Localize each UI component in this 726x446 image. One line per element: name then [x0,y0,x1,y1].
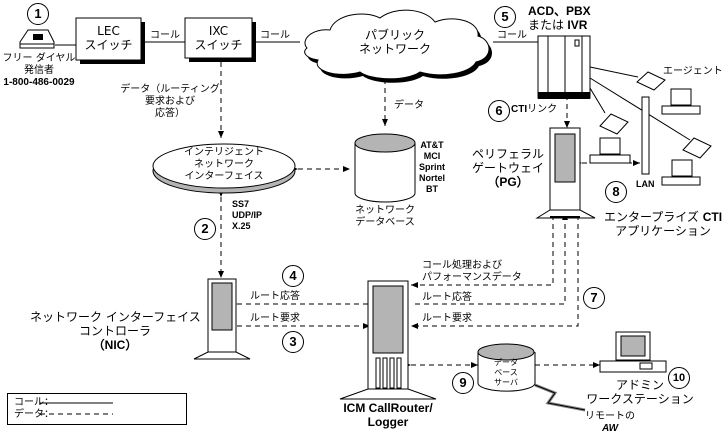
caller-label: フリー ダイヤル 発信者 1-800-486-0029 [2,53,76,88]
pg-label: ペリフェラル ゲートウェイ （PG） [471,147,544,189]
step-9-badge: 9 [452,372,474,394]
acd-agent-line-3 [589,87,606,114]
legend-call-label: コール： [14,397,54,408]
nic-label: ネットワーク インターフェイス コントローラ （NIC） [30,310,201,352]
call-lines [40,41,691,404]
lan-backbone [641,96,650,175]
pg-tower [535,127,596,219]
lan-label: LAN [636,179,655,189]
route-response-label-nic: ルート応答 [250,291,300,302]
network-database-label: ネットワーク データベース [355,205,415,228]
agent-phone-icons [599,71,712,159]
agent-pc-icons [589,88,701,186]
legend-data-label: データ： [14,409,54,420]
admin-workstation-label: アドミン ワークステーション [586,378,694,406]
route-request-label-nic: ルート要求 [250,313,300,324]
call-label-network-acd: コール [497,30,527,41]
cti-link-label: CTIリンク [511,104,558,115]
intelligent-network-label: インテリジェント ネットワーク インターフェイス [184,147,264,182]
lec-switch [75,17,145,64]
data-line-route-request-pg [411,215,579,329]
data-routing-label: データ（ルーティング 要求および 応答） [120,84,220,119]
step-5-badge: 5 [494,6,516,28]
nic-tower [193,278,251,360]
remote-aw-label: リモートの AW [585,411,635,434]
step-7-badge: 7 [583,287,605,309]
step-6-badge: 6 [488,100,510,122]
route-request-label-pg: ルート要求 [422,313,472,324]
data-label: データ [394,100,424,111]
ixc-switch [184,17,256,62]
data-lines [40,55,640,415]
database-server-cylinder [477,343,536,392]
step-8-badge: 8 [605,181,627,203]
ixc-switch-label: IXC スイッチ [194,24,243,52]
callrouter-label: ICM CallRouter/ Logger [343,401,433,429]
call-processing-label: コール処理および パフォーマンスデータ [422,260,522,283]
acd-label: ACD、PBX または IVR [528,4,591,32]
data-line-call-processing [411,215,554,288]
acd-agent-line-1 [589,66,639,78]
public-network-label: パブリック ネットワーク [358,28,431,56]
route-response-label-pg: ルート応答 [422,292,472,303]
step-2-badge: 2 [194,218,216,240]
step-4-badge: 4 [282,265,304,287]
lec-switch-label: LEC スイッチ [84,24,133,52]
step-1-badge: 1 [27,3,49,25]
legend: コール： データ： [7,393,187,425]
admin-workstation-icon [599,331,667,373]
enterprise-cti-label: エンタープライズ CTI アプリケーション [603,210,723,238]
acd-pbx-cabinet [537,35,591,99]
data-line-route-response-pg [411,215,566,305]
remote-link-lightning-icon [534,383,586,412]
carrier-list: AT&T MCI Sprint Nortel BT [418,140,445,194]
call-label-ixc-network: コール [260,30,290,41]
call-label-lec-ixc: コール [150,30,180,41]
acd-agent-line-2 [589,77,691,141]
intelligent-network-interface [152,143,296,194]
protocol-list: SS7 UDP/IP X.25 [232,199,263,231]
network-database-cylinder [354,133,416,203]
caller-phone-icon [19,29,55,49]
step-10-badge: 10 [668,367,690,389]
public-network-cloud [304,9,492,83]
callrouter-tower [339,280,437,400]
database-server-label: データ ベース サーバ [494,358,518,387]
agent-label: エージェント [663,66,723,77]
step-3-badge: 3 [282,331,304,353]
